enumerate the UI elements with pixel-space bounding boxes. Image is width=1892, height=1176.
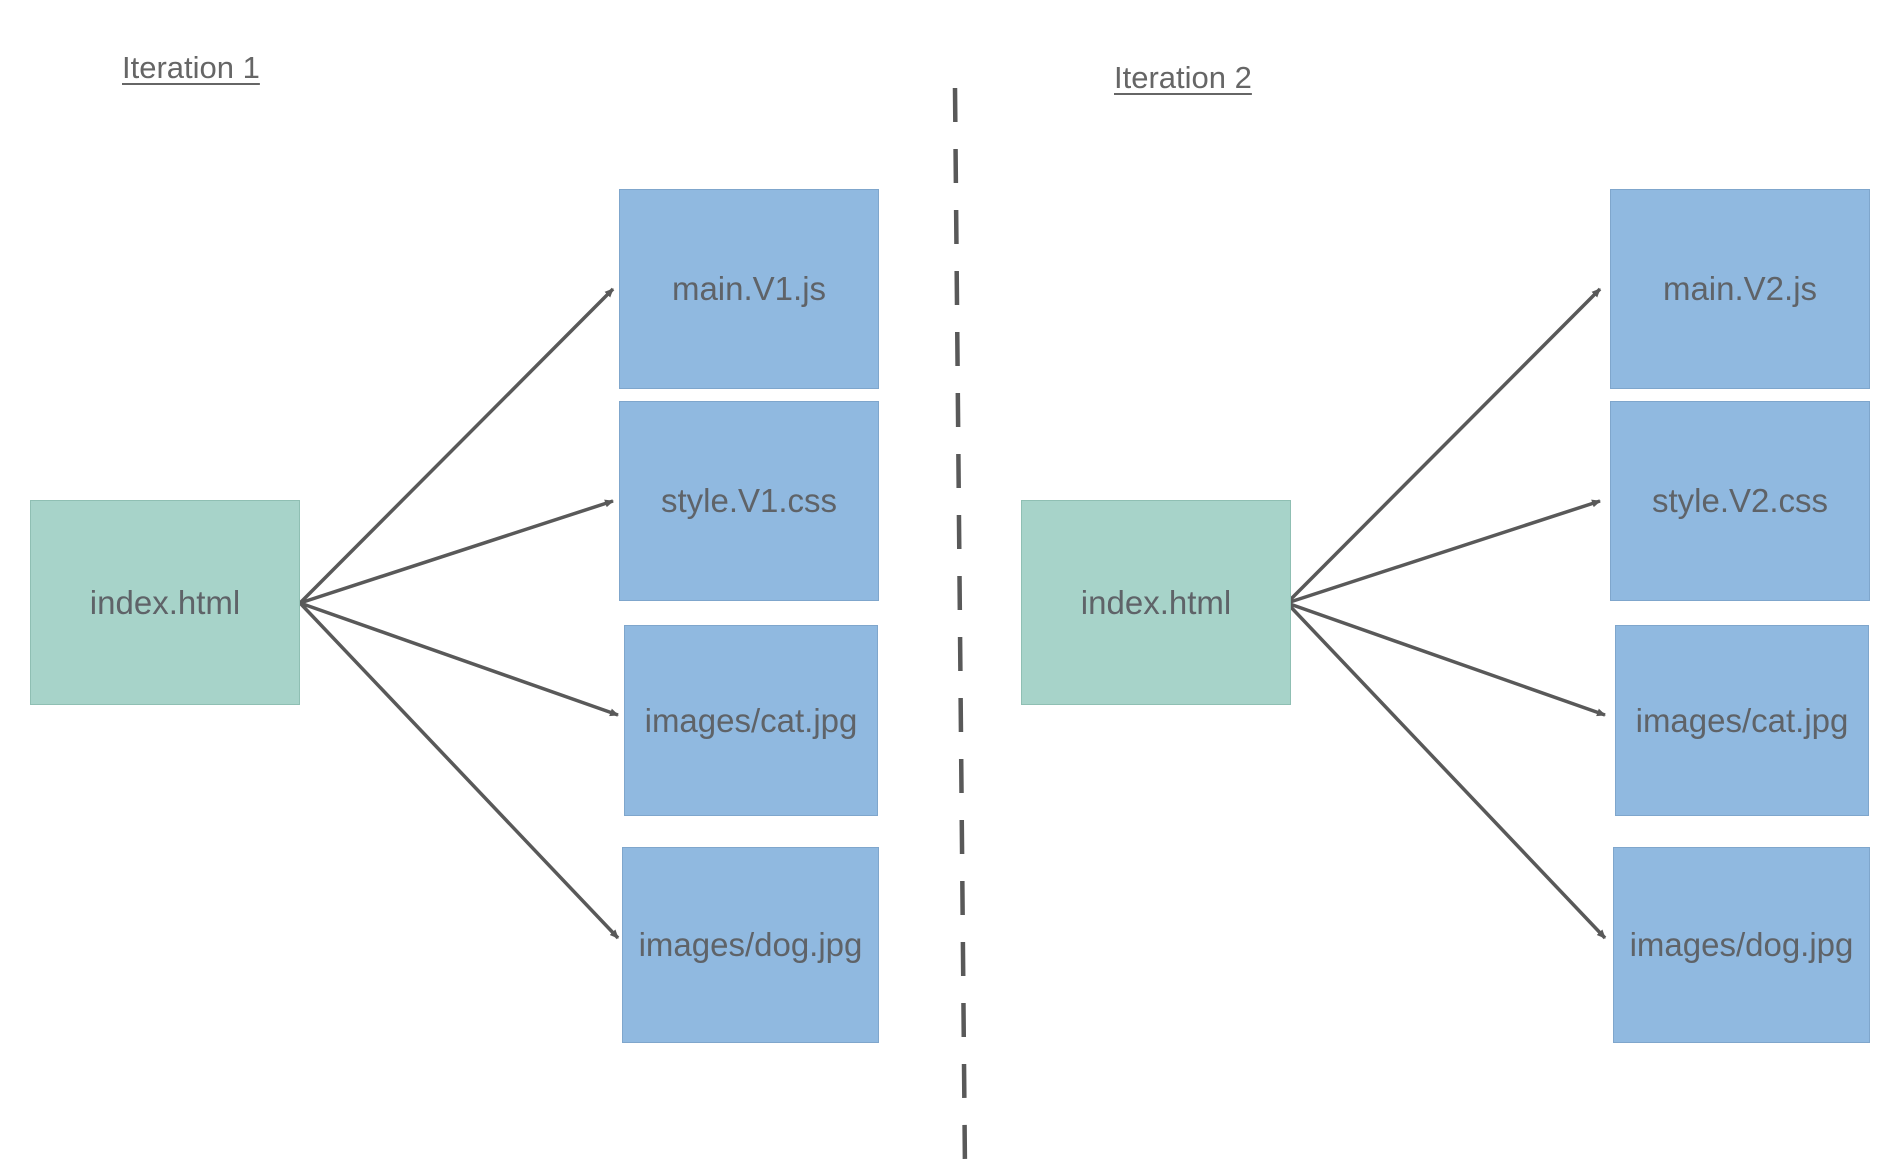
iteration-1-cat-image-node: images/cat.jpg — [624, 625, 878, 816]
iteration-1-dog-image-node: images/dog.jpg — [622, 847, 879, 1043]
iteration-2-dog-image-node: images/dog.jpg — [1613, 847, 1870, 1043]
arrow-index-to-dog-v1 — [298, 601, 620, 940]
iteration-1-title: Iteration 1 — [122, 50, 260, 85]
arrow-index-to-main-v2 — [1285, 287, 1602, 605]
arrow-index-to-main-v1 — [298, 287, 615, 605]
arrow-index-to-style-v1 — [299, 499, 614, 605]
iteration-1-style-css-node: style.V1.css — [619, 401, 879, 601]
arrow-index-to-cat-v2 — [1286, 601, 1606, 717]
iteration-divider — [952, 87, 968, 1171]
iteration-2-index-node: index.html — [1021, 500, 1291, 705]
iteration-2-main-js-node: main.V2.js — [1610, 189, 1870, 389]
arrow-index-to-style-v2 — [1286, 499, 1601, 605]
iteration-1-main-js-node: main.V1.js — [619, 189, 879, 389]
iteration-2-style-css-node: style.V2.css — [1610, 401, 1870, 601]
arrow-index-to-dog-v2 — [1285, 601, 1607, 940]
iteration-2-title: Iteration 2 — [1114, 60, 1252, 95]
iteration-2-cat-image-node: images/cat.jpg — [1615, 625, 1869, 816]
arrow-index-to-cat-v1 — [299, 601, 619, 717]
iteration-1-index-node: index.html — [30, 500, 300, 705]
